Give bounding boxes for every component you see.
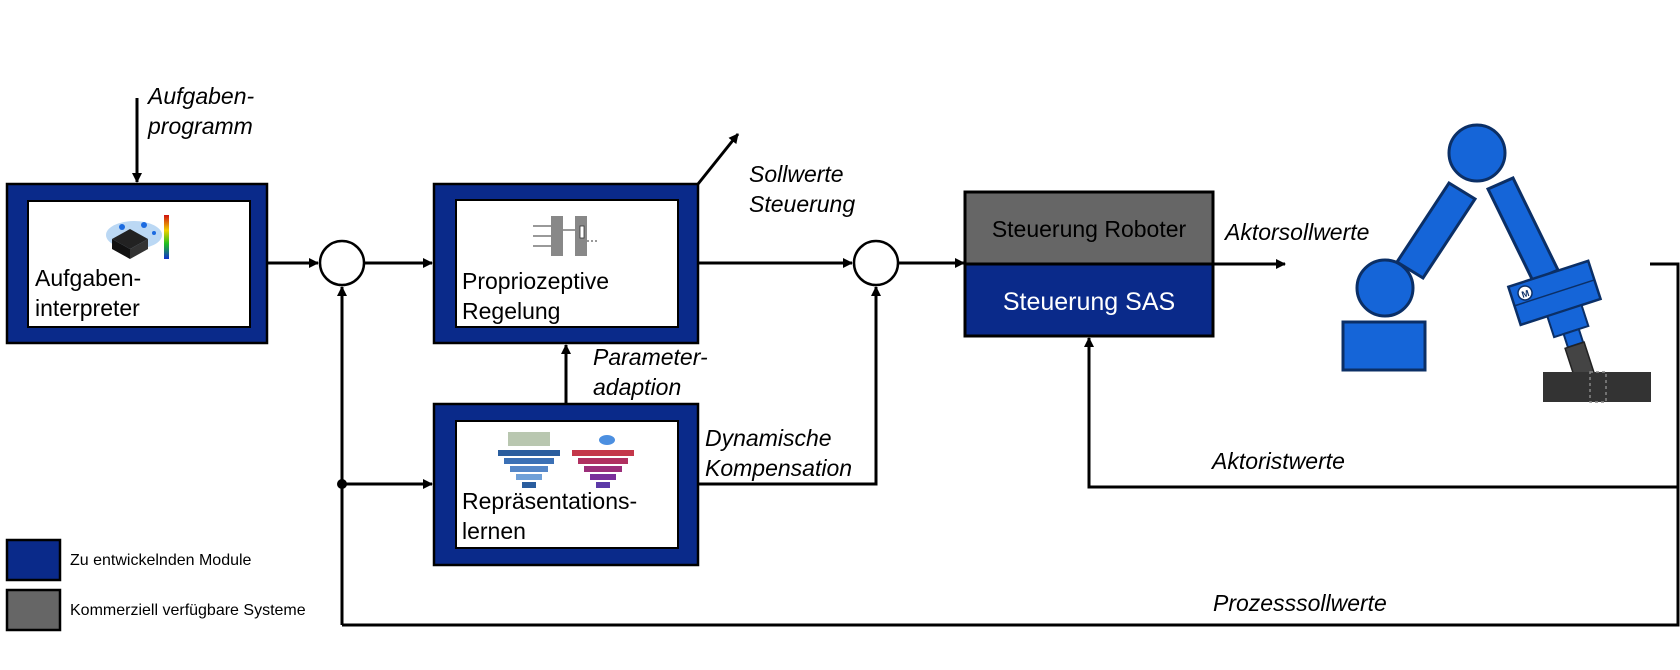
robot-control-label: Steuerung Roboter — [992, 216, 1187, 242]
sas-control-box — [963, 262, 1215, 338]
task-program-label-2: programm — [147, 113, 253, 139]
neural-network-icon — [498, 432, 634, 488]
representation-learning-panel — [455, 420, 679, 549]
dynamic-compensation-label-2: Kompensation — [705, 455, 852, 481]
legend-label-commercial: Kommerziell verfügbare Systeme — [70, 602, 306, 619]
svg-text:M: M — [1520, 288, 1530, 300]
feedback-branch-dot — [337, 479, 347, 489]
legend: Zu entwickelnden Module Kommerziell verf… — [5, 538, 306, 632]
setpoints-control-label-1: Sollwerte — [749, 161, 844, 187]
robot-arm-icon: M — [1341, 123, 1651, 403]
robot-control-box — [963, 190, 1215, 266]
point-cloud-icon — [106, 215, 169, 259]
proprioceptive-control-label-2: Regelung — [462, 298, 560, 324]
setpoints-control-arrow — [696, 133, 740, 185]
dynamic-compensation-wire — [698, 286, 881, 486]
proprioceptive-control-panel — [455, 199, 679, 328]
motor-icon: M — [1517, 285, 1533, 301]
proprioceptive-control-block[interactable]: Propriozeptive Regelung — [432, 182, 700, 345]
proprioceptive-control-label-1: Propriozeptive — [462, 268, 609, 294]
parameter-adaption-label-2: adaption — [593, 374, 681, 400]
actuator-setpoints-label: Aktorsollwerte — [1223, 219, 1369, 245]
robot-controller-stack[interactable]: Steuerung Roboter Steuerung SAS — [963, 190, 1215, 338]
representation-learning-label-2: lernen — [462, 518, 526, 544]
parameter-adaption-label-1: Parameter- — [593, 344, 708, 370]
actuator-actual-label: Aktoristwerte — [1210, 448, 1345, 474]
task-program-label-1: Aufgaben- — [146, 83, 254, 109]
summing-junction-1 — [318, 239, 366, 287]
dynamic-compensation-label-1: Dynamische — [705, 425, 832, 451]
task-interpreter-label-1: Aufgaben- — [35, 265, 141, 291]
summing-junction-2 — [852, 239, 900, 287]
process-setpoints-label: Prozesssollwerte — [1213, 590, 1387, 616]
setpoints-control-label-2: Steuerung — [749, 191, 855, 217]
circuit-schematic-icon — [533, 216, 599, 256]
legend-swatch-modules — [5, 538, 62, 582]
process-setpoints-wire — [342, 487, 1680, 627]
sas-control-label: Steuerung SAS — [1003, 288, 1175, 316]
representation-learning-block[interactable]: Repräsentations- lernen — [432, 402, 700, 567]
task-interpreter-block[interactable]: Aufgaben- interpreter — [5, 182, 269, 345]
legend-label-modules: Zu entwickelnden Module — [70, 552, 252, 569]
legend-swatch-commercial — [5, 588, 62, 632]
task-interpreter-label-2: interpreter — [35, 295, 140, 321]
representation-learning-label-1: Repräsentations- — [462, 488, 637, 514]
